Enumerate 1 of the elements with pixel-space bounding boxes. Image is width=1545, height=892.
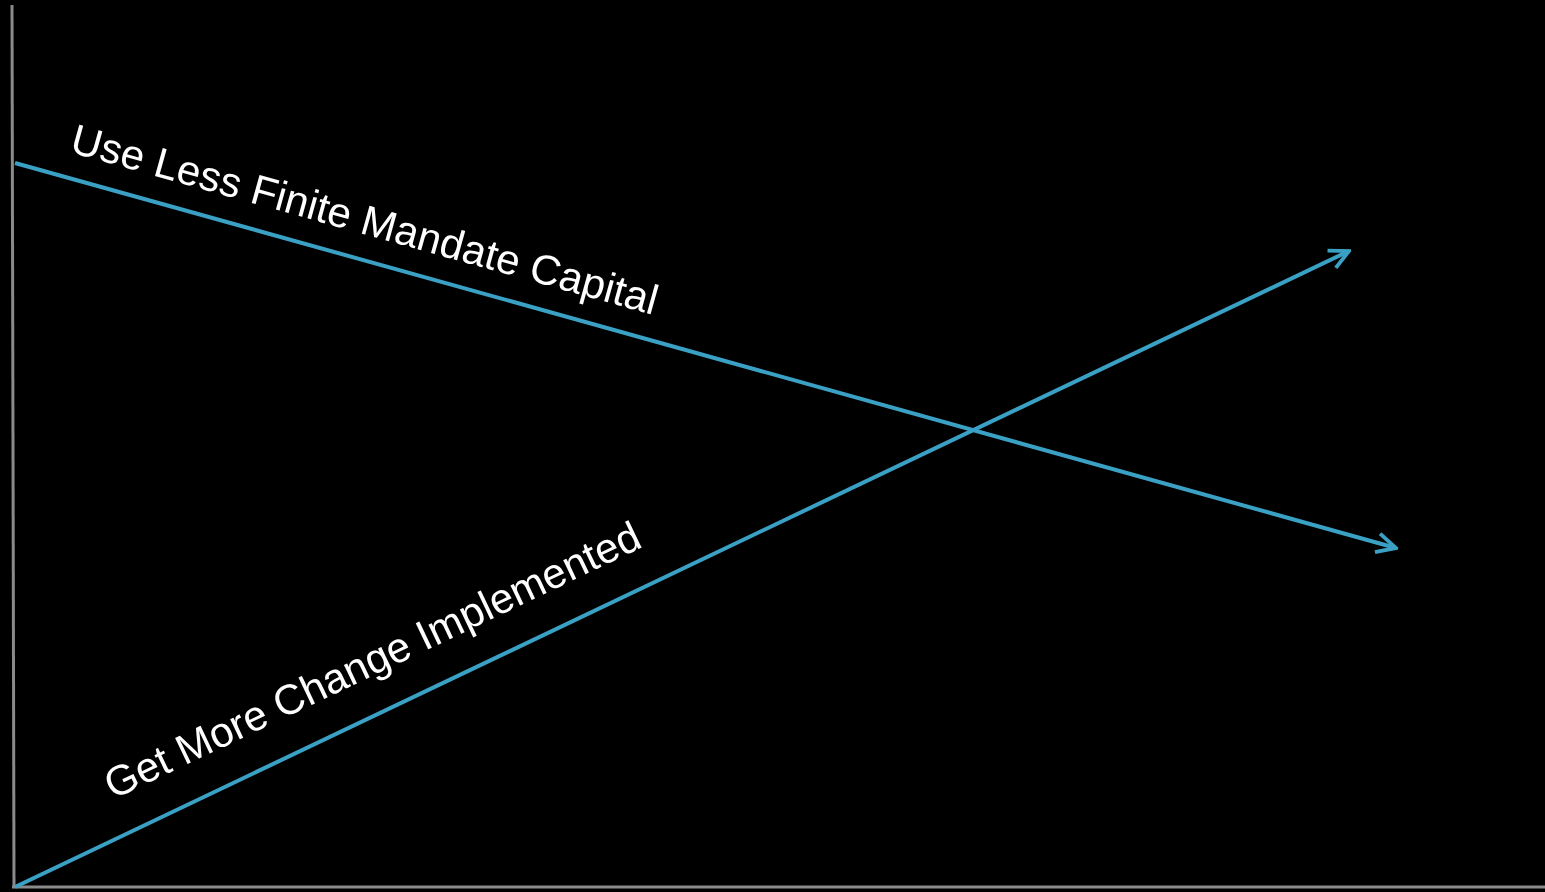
trend-label: Use Less Finite Mandate Capital: [66, 118, 663, 322]
